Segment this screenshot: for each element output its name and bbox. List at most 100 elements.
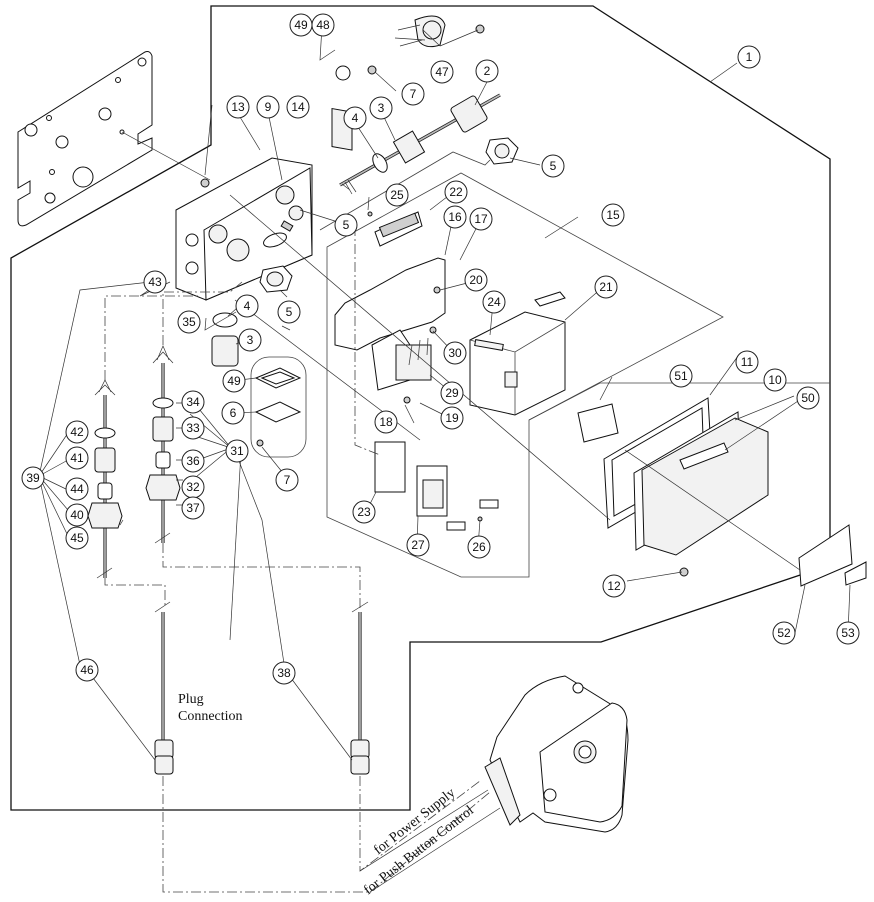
svg-text:30: 30 bbox=[448, 346, 462, 360]
svg-text:7: 7 bbox=[410, 87, 417, 101]
svg-text:5: 5 bbox=[550, 159, 557, 173]
callout-2: 2 bbox=[475, 59, 499, 83]
plug-connection-label-line1: Plug bbox=[178, 692, 204, 707]
callout-12: 12 bbox=[602, 574, 626, 598]
inverter-module bbox=[469, 291, 566, 416]
assembly-boundary-1 bbox=[10, 5, 831, 811]
svg-text:12: 12 bbox=[607, 579, 621, 593]
subassembly-boundary-cover bbox=[528, 382, 830, 421]
callout-33: 33 bbox=[181, 416, 205, 440]
callout-21: 21 bbox=[594, 275, 618, 299]
svg-text:50: 50 bbox=[801, 391, 815, 405]
callout-44: 44 bbox=[65, 477, 89, 501]
callout-5: 5 bbox=[334, 213, 358, 237]
svg-text:25: 25 bbox=[390, 188, 404, 202]
callout-13: 13 bbox=[226, 95, 250, 119]
callout-49: 49 bbox=[222, 369, 246, 393]
callout-17: 17 bbox=[469, 207, 493, 231]
callout-34: 34 bbox=[181, 390, 205, 414]
callout-9: 9 bbox=[256, 95, 280, 119]
callout-41: 41 bbox=[65, 446, 89, 470]
callout-balloons: 1 2 3 3 4 4 5 5 5 6 7 7 9 10 11 12 13 14… bbox=[21, 13, 860, 685]
svg-text:19: 19 bbox=[445, 411, 459, 425]
svg-text:14: 14 bbox=[291, 100, 305, 114]
callout-39: 39 bbox=[21, 466, 45, 490]
svg-text:24: 24 bbox=[487, 295, 501, 309]
plug-connection-label-line2: Connection bbox=[178, 709, 243, 724]
callout-50: 50 bbox=[796, 386, 820, 410]
callout-32: 32 bbox=[181, 475, 205, 499]
svg-text:5: 5 bbox=[343, 218, 350, 232]
svg-text:36: 36 bbox=[186, 454, 200, 468]
svg-text:37: 37 bbox=[186, 501, 200, 515]
svg-text:35: 35 bbox=[182, 315, 196, 329]
svg-text:23: 23 bbox=[357, 505, 371, 519]
subassembly-boundary-15 bbox=[326, 172, 724, 578]
connector-flange bbox=[331, 15, 485, 151]
callout-10: 10 bbox=[763, 368, 787, 392]
callout-6: 6 bbox=[221, 401, 245, 425]
svg-text:33: 33 bbox=[186, 421, 200, 435]
callout-26: 26 bbox=[467, 535, 491, 559]
svg-text:45: 45 bbox=[70, 531, 84, 545]
callout-27: 27 bbox=[406, 533, 430, 557]
callout-20: 20 bbox=[464, 268, 488, 292]
callout-45: 45 bbox=[65, 526, 89, 550]
callout-37: 37 bbox=[181, 496, 205, 520]
callout-4: 4 bbox=[235, 294, 259, 318]
callout-36: 36 bbox=[181, 449, 205, 473]
svg-text:16: 16 bbox=[448, 210, 462, 224]
svg-text:27: 27 bbox=[411, 538, 425, 552]
svg-text:4: 4 bbox=[244, 299, 251, 313]
svg-text:13: 13 bbox=[231, 100, 245, 114]
svg-text:43: 43 bbox=[148, 275, 162, 289]
callout-48: 48 bbox=[311, 13, 335, 37]
callout-5: 5 bbox=[541, 154, 565, 178]
svg-text:47: 47 bbox=[435, 65, 449, 79]
svg-text:52: 52 bbox=[777, 626, 791, 640]
callout-29: 29 bbox=[440, 381, 464, 405]
annotations: Plug Connection for Power Supply for Pus… bbox=[178, 692, 501, 898]
svg-text:4: 4 bbox=[352, 111, 359, 125]
svg-text:48: 48 bbox=[316, 18, 330, 32]
callout-30: 30 bbox=[443, 341, 467, 365]
callout-3: 3 bbox=[369, 96, 393, 120]
svg-text:22: 22 bbox=[449, 185, 463, 199]
gasket-group bbox=[250, 356, 307, 458]
callout-5: 5 bbox=[277, 300, 301, 324]
callout-22: 22 bbox=[444, 180, 468, 204]
svg-text:7: 7 bbox=[284, 473, 291, 487]
callout-3: 3 bbox=[238, 328, 262, 352]
callout-7: 7 bbox=[275, 468, 299, 492]
svg-text:21: 21 bbox=[599, 280, 613, 294]
callout-4: 4 bbox=[343, 106, 367, 130]
svg-text:3: 3 bbox=[247, 333, 254, 347]
callout-11: 11 bbox=[735, 350, 759, 374]
label-plates bbox=[798, 524, 867, 587]
svg-text:42: 42 bbox=[70, 425, 84, 439]
callout-14: 14 bbox=[286, 95, 310, 119]
svg-text:40: 40 bbox=[70, 508, 84, 522]
svg-text:32: 32 bbox=[186, 480, 200, 494]
svg-text:41: 41 bbox=[70, 451, 84, 465]
terminal-box bbox=[175, 157, 313, 301]
svg-text:17: 17 bbox=[474, 212, 488, 226]
svg-text:34: 34 bbox=[186, 395, 200, 409]
callout-25: 25 bbox=[385, 183, 409, 207]
callout-16: 16 bbox=[443, 205, 467, 229]
callout-23: 23 bbox=[352, 500, 376, 524]
callout-49: 49 bbox=[289, 13, 313, 37]
cable-gland-assembly bbox=[339, 93, 519, 195]
svg-text:18: 18 bbox=[379, 415, 393, 429]
lower-gland-parts bbox=[211, 265, 293, 367]
callout-24: 24 bbox=[482, 290, 506, 314]
callout-18: 18 bbox=[374, 410, 398, 434]
svg-text:51: 51 bbox=[674, 369, 688, 383]
pcb-parts bbox=[374, 441, 499, 531]
svg-text:5: 5 bbox=[286, 305, 293, 319]
callout-47: 47 bbox=[430, 60, 454, 84]
callout-15: 15 bbox=[601, 203, 625, 227]
callout-40: 40 bbox=[65, 503, 89, 527]
pendant-housing bbox=[484, 675, 629, 833]
